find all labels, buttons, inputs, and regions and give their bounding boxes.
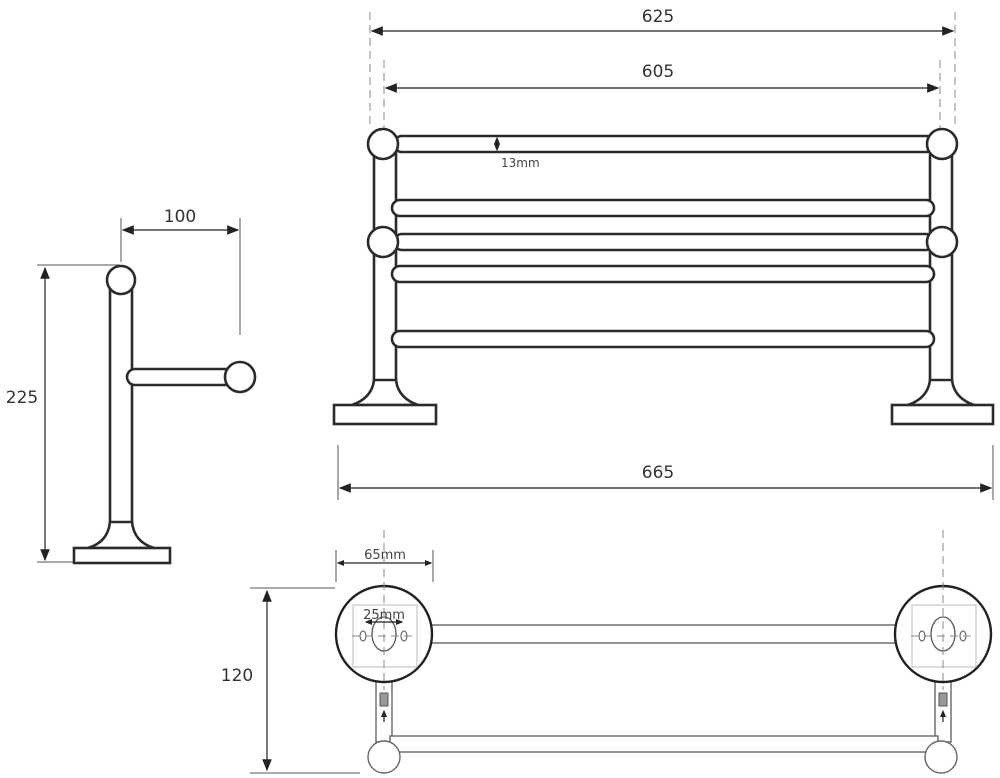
rail-end xyxy=(367,740,401,774)
top-view: 65mm 120 25mm xyxy=(221,530,993,774)
finial-ball xyxy=(925,225,959,259)
dimension-label-625: 625 xyxy=(642,7,674,27)
dimension-label-13mm: 13mm xyxy=(501,156,540,170)
side-view: 100 225 xyxy=(6,207,257,565)
finial-ball xyxy=(366,225,400,259)
left-foot xyxy=(351,378,419,407)
top-upper-rail xyxy=(429,624,899,644)
front-view: 625 605 13mm 665 xyxy=(332,7,995,500)
finial-ball xyxy=(105,264,137,296)
left-post xyxy=(372,148,398,384)
side-arm xyxy=(125,367,237,387)
finial-ball xyxy=(925,127,959,161)
rail-end xyxy=(924,740,958,774)
right-post xyxy=(928,148,954,384)
left-base-plate xyxy=(332,403,438,426)
rails xyxy=(390,134,936,349)
right-foot xyxy=(907,378,975,407)
finial-ball xyxy=(366,127,400,161)
left-wall-mount xyxy=(334,530,434,722)
dimension-label-225: 225 xyxy=(6,388,38,408)
top-lower-rail xyxy=(389,735,939,753)
right-wall-mount xyxy=(893,530,993,722)
arm-end-ball xyxy=(223,360,257,394)
side-base-plate xyxy=(72,546,172,565)
dimension-label-120: 120 xyxy=(221,666,253,686)
side-foot xyxy=(87,520,155,550)
side-post xyxy=(108,283,134,527)
dimension-label-25mm: 25mm xyxy=(363,608,405,623)
dimension-label-605: 605 xyxy=(642,62,674,82)
right-base-plate xyxy=(890,403,995,426)
dimension-label-665: 665 xyxy=(642,463,674,483)
dimension-label-100: 100 xyxy=(164,207,196,227)
dimension-label-65mm: 65mm xyxy=(364,548,406,563)
